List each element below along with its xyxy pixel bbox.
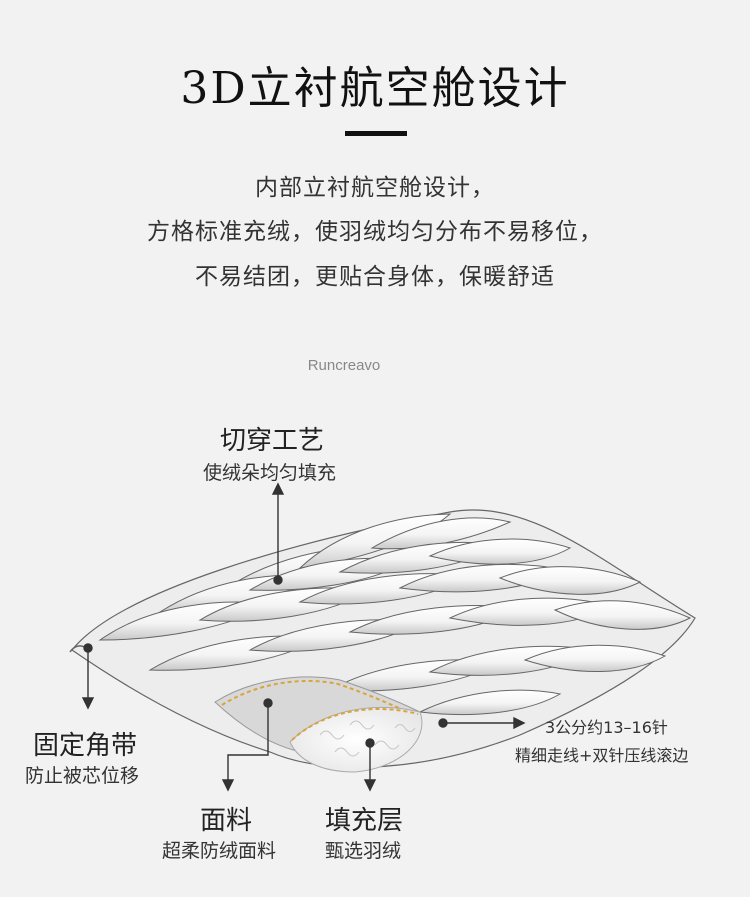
callout-leaders — [81, 482, 526, 792]
quilt-body — [69, 509, 696, 773]
title-divider — [345, 131, 407, 136]
callout-corner-desc: 防止被芯位移 — [25, 765, 140, 787]
callout-fabric-title: 面料 — [200, 806, 253, 836]
callout-corner-title: 固定角带 — [33, 731, 138, 761]
callout-fabric-desc: 超柔防绒面料 — [162, 840, 277, 862]
brand-name: Runcreavo — [307, 357, 381, 374]
callout-filling-title: 填充层 — [325, 806, 404, 836]
intro-line-2: 方格标准充绒，使羽绒均匀分布不易移位， — [147, 219, 603, 245]
page-title: 3D立衬航空舱设计 — [180, 63, 570, 114]
callout-cutting-desc: 使绒朵均匀填充 — [203, 462, 337, 484]
callout-stitch-desc: 精细走线+双针压线滚边 — [515, 746, 689, 765]
callout-filling-desc: 甄选羽绒 — [325, 840, 402, 862]
intro-line-3: 不易结团，更贴合身体，保暖舒适 — [195, 264, 555, 290]
callout-stitch-spec: 3公分约13–16针 — [545, 718, 668, 737]
intro-line-1: 内部立衬航空舱设计， — [255, 175, 495, 201]
callout-cutting-title: 切穿工艺 — [220, 426, 325, 456]
